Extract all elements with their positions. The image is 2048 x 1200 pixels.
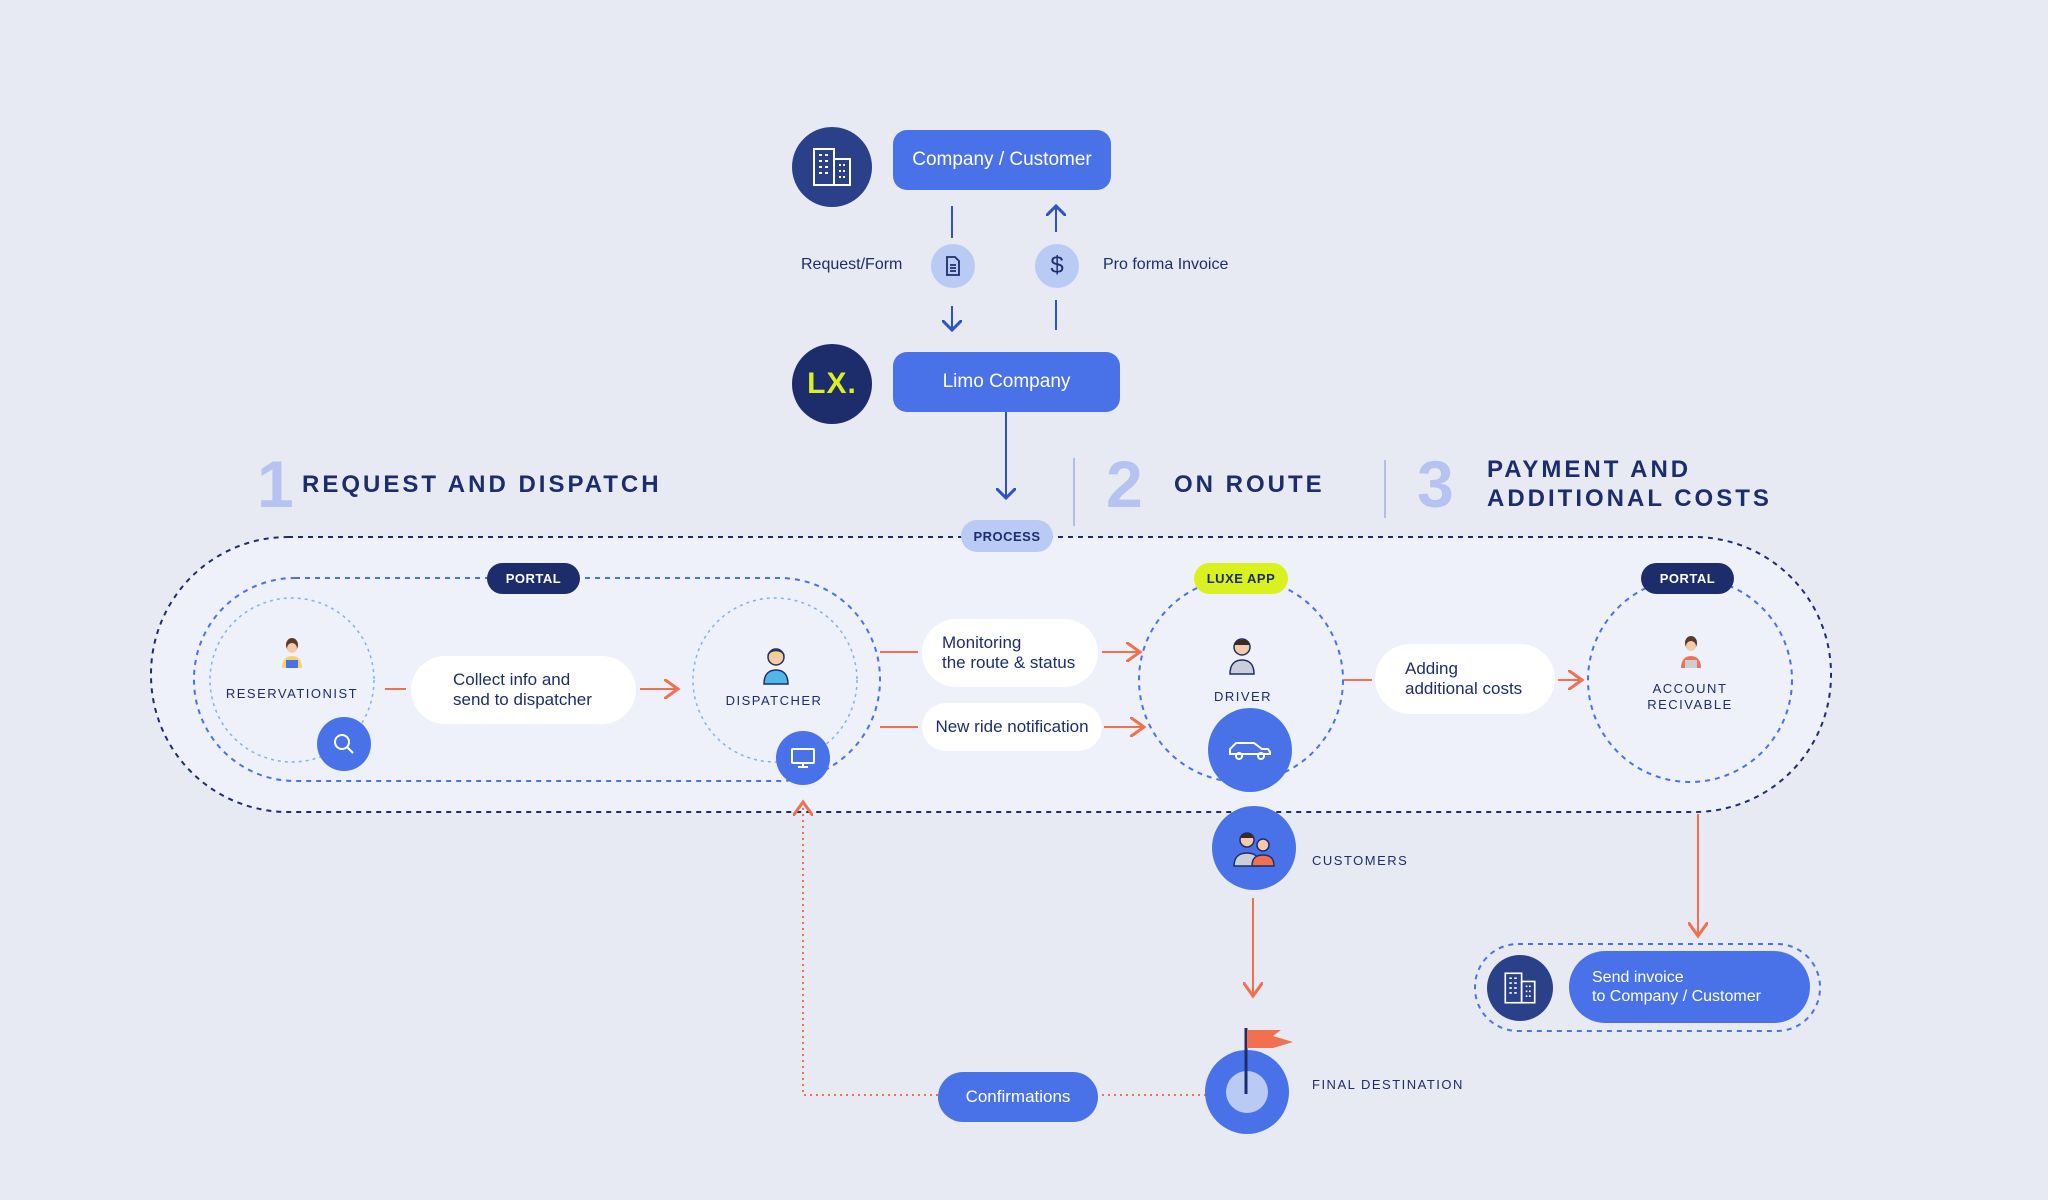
- document-icon: [946, 256, 960, 276]
- section-3-title-line2: ADDITIONAL COSTS: [1487, 485, 1772, 512]
- lx-logo-text: LX.: [807, 367, 857, 400]
- document-circle: [931, 244, 975, 288]
- customers-circle: [1212, 806, 1296, 890]
- invoice-building-circle: [1487, 955, 1553, 1021]
- section-1-number: 1: [257, 447, 294, 521]
- pro-forma-invoice-label: Pro forma Invoice: [1103, 256, 1229, 273]
- portal-tag-left: PORTAL: [487, 563, 580, 594]
- section-3-title-line1: PAYMENT AND: [1487, 456, 1692, 483]
- person-icon: [1229, 638, 1255, 675]
- send-invoice-line1: Send invoice: [1592, 969, 1684, 986]
- limo-company-box[interactable]: Limo Company: [893, 352, 1120, 412]
- building-icon: [1504, 972, 1536, 1004]
- confirmations-box[interactable]: Confirmations: [938, 1072, 1098, 1122]
- send-invoice-line2: to Company / Customer: [1592, 988, 1761, 1005]
- collect-info-step: Collect info and send to dispatcher: [411, 656, 636, 724]
- monitor-icon: [791, 748, 815, 768]
- driver-person-icon: [1226, 636, 1258, 681]
- driver-ring: [1138, 577, 1344, 783]
- search-button[interactable]: [317, 717, 371, 771]
- send-invoice-group: [1474, 943, 1821, 1032]
- monitoring-step: Monitoring the route & status: [922, 619, 1098, 687]
- adding-line1: Adding: [1405, 659, 1458, 678]
- monitoring-line2: the route & status: [942, 653, 1076, 672]
- account-person-icon: [1675, 634, 1707, 675]
- dollar-icon: $: [1050, 252, 1064, 279]
- company-customer-box[interactable]: Company / Customer: [893, 130, 1111, 190]
- search-icon: [334, 734, 354, 754]
- dispatcher-label: DISPATCHER: [725, 693, 823, 708]
- section-2-number: 2: [1106, 447, 1143, 521]
- final-destination-label: FINAL DESTINATION: [1312, 1077, 1464, 1092]
- new-ride-text: New ride notification: [935, 717, 1089, 736]
- account-label: ACCOUNT RECIVABLE: [1610, 681, 1770, 713]
- luxe-app-tag: LUXE APP: [1194, 563, 1288, 594]
- person-icon: [1681, 636, 1701, 668]
- car-button[interactable]: [1208, 708, 1292, 792]
- confirmations-return-path: [803, 802, 938, 1096]
- company-building-circle: [792, 127, 872, 207]
- process-tag: PROCESS: [961, 520, 1053, 552]
- account-line2: RECIVABLE: [1647, 697, 1733, 712]
- dollar-circle: $: [1035, 244, 1079, 288]
- monitor-button[interactable]: [776, 731, 830, 785]
- new-ride-step: New ride notification: [922, 703, 1102, 751]
- section-1-title: REQUEST AND DISPATCH: [302, 471, 662, 498]
- customers-icon: [1233, 832, 1275, 867]
- building-icon: [813, 148, 851, 186]
- lx-logo: LX.: [792, 344, 872, 424]
- collect-line1: Collect info and: [453, 670, 571, 689]
- reservationist-person-icon: [276, 636, 308, 675]
- account-ring: [1587, 577, 1793, 783]
- driver-label: DRIVER: [1213, 689, 1273, 704]
- send-invoice-box[interactable]: Send invoice to Company / Customer: [1569, 951, 1810, 1023]
- dispatcher-person-icon: [760, 646, 792, 691]
- reservationist-label: RESERVATIONIST: [225, 686, 359, 701]
- customers-label: CUSTOMERS: [1312, 853, 1409, 868]
- collect-line2: send to dispatcher: [453, 690, 592, 709]
- adding-line2: additional costs: [1405, 679, 1523, 698]
- request-form-label: Request/Form: [801, 256, 903, 273]
- section-3-number: 3: [1417, 447, 1454, 521]
- person-icon: [282, 638, 302, 668]
- dispatcher-ring: [692, 597, 858, 763]
- portal-tag-right: PORTAL: [1641, 563, 1734, 594]
- account-line1: ACCOUNT: [1652, 681, 1728, 696]
- reservationist-ring: [209, 597, 375, 763]
- monitoring-line1: Monitoring: [942, 633, 1022, 652]
- adding-costs-step: Adding additional costs: [1375, 644, 1555, 714]
- section-3-title: PAYMENT AND ADDITIONAL COSTS: [1487, 455, 1772, 513]
- flag-icon: [1244, 1028, 1293, 1094]
- person-icon: [763, 648, 789, 685]
- car-icon: [1229, 742, 1271, 760]
- section-2-title: ON ROUTE: [1174, 471, 1325, 498]
